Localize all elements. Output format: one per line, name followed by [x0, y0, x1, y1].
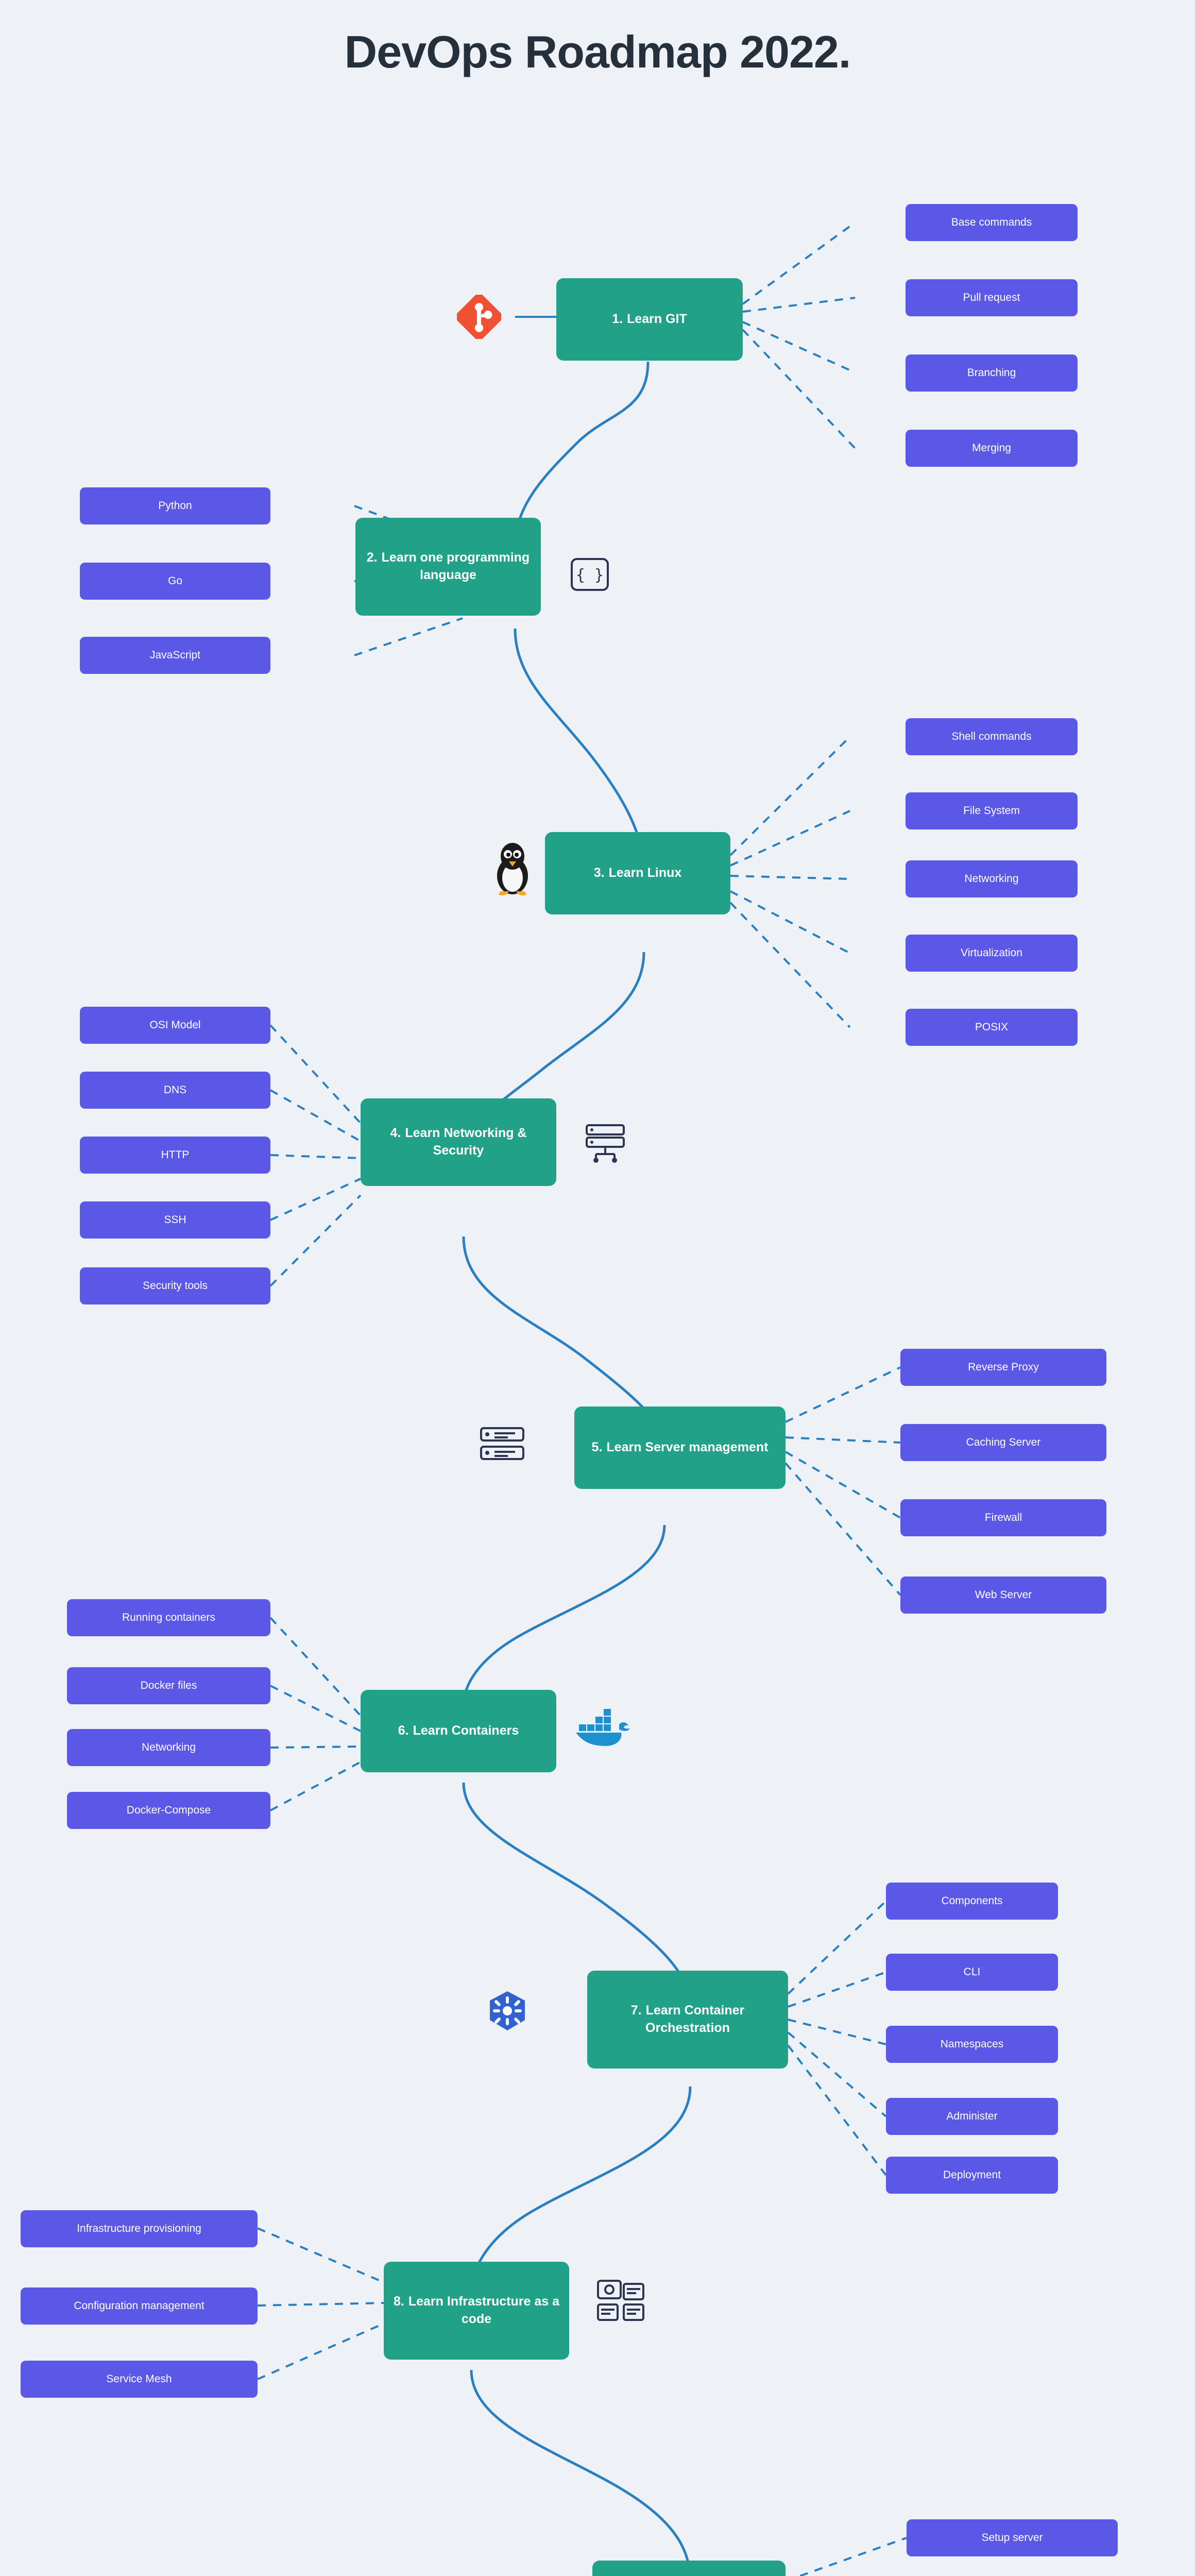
- node-linux[interactable]: 3.Learn Linux: [545, 832, 730, 914]
- node-orchestration-label: Learn Container Orchestration: [645, 2003, 745, 2035]
- leaf-containers-3[interactable]: Docker-Compose: [67, 1792, 270, 1829]
- leaf-networking-1[interactable]: DNS: [80, 1072, 270, 1109]
- leaf-programming-1[interactable]: Go: [80, 563, 270, 600]
- node-server-number: 5.: [591, 1440, 603, 1455]
- network-security-icon: [577, 1118, 634, 1167]
- leaf-server-0[interactable]: Reverse Proxy: [900, 1349, 1106, 1386]
- leaf-programming-0[interactable]: Python: [80, 487, 270, 524]
- node-orchestration-number: 7.: [630, 2003, 642, 2018]
- node-programming-label: Learn one programming language: [381, 550, 530, 582]
- node-networking-number: 4.: [390, 1126, 401, 1141]
- leaf-linux-0[interactable]: Shell commands: [906, 718, 1078, 755]
- leaf-containers-1[interactable]: Docker files: [67, 1667, 270, 1704]
- node-containers-label: Learn Containers: [413, 1723, 519, 1738]
- leaf-orchestration-1[interactable]: CLI: [886, 1954, 1058, 1991]
- node-linux-number: 3.: [593, 866, 605, 880]
- leaf-networking-0[interactable]: OSI Model: [80, 1007, 270, 1044]
- leaf-linux-2[interactable]: Networking: [906, 860, 1078, 897]
- leaf-linux-4[interactable]: POSIX: [906, 1009, 1078, 1046]
- leaf-networking-4[interactable]: Security tools: [80, 1267, 270, 1304]
- leaf-orchestration-4[interactable]: Deployment: [886, 2157, 1058, 2194]
- leaf-networking-3[interactable]: SSH: [80, 1201, 270, 1239]
- node-iac-label: Learn Infrastructure as a code: [408, 2294, 560, 2326]
- leaf-server-3[interactable]: Web Server: [900, 1577, 1106, 1614]
- leaf-containers-0[interactable]: Running containers: [67, 1599, 270, 1636]
- node-networking[interactable]: 4. Learn Networking & Security: [361, 1098, 556, 1186]
- node-networking-label: Learn Networking & Security: [405, 1126, 527, 1158]
- leaf-git-2[interactable]: Branching: [906, 354, 1078, 392]
- docker-whale-icon: [567, 1700, 639, 1757]
- leaf-orchestration-3[interactable]: Administer: [886, 2098, 1058, 2135]
- node-git-number: 1.: [612, 312, 623, 327]
- node-cicd[interactable]: 9.Learn CI/CD: [592, 2561, 786, 2576]
- leaf-server-1[interactable]: Caching Server: [900, 1424, 1106, 1461]
- code-braces-icon: { }: [567, 554, 613, 595]
- kubernetes-helm-icon: [479, 1984, 536, 2040]
- leaf-orchestration-0[interactable]: Components: [886, 1883, 1058, 1920]
- leaf-iac-1[interactable]: Configuration management: [21, 2287, 258, 2325]
- cicd-loop-icon: [453, 2571, 536, 2576]
- page-title: DevOps Roadmap 2022.: [344, 26, 851, 77]
- node-git-label: Learn GIT: [627, 312, 687, 327]
- leaf-orchestration-2[interactable]: Namespaces: [886, 2026, 1058, 2063]
- leaf-git-3[interactable]: Merging: [906, 430, 1078, 467]
- node-programming-number: 2.: [366, 550, 378, 565]
- leaf-linux-1[interactable]: File System: [906, 792, 1078, 829]
- server-rack-icon: [474, 1421, 531, 1467]
- node-containers-number: 6.: [398, 1723, 409, 1738]
- infrastructure-code-icon: [590, 2273, 652, 2327]
- svg-text:{ }: { }: [576, 566, 604, 584]
- leaf-linux-3[interactable]: Virtualization: [906, 935, 1078, 972]
- node-iac[interactable]: 8. Learn Infrastructure as a code: [384, 2262, 569, 2360]
- leaf-git-0[interactable]: Base commands: [906, 204, 1078, 241]
- git-icon: [453, 291, 505, 343]
- linux-penguin-icon: [484, 835, 541, 902]
- node-orchestration[interactable]: 7.Learn Container Orchestration: [587, 1971, 788, 2069]
- leaf-cicd-0[interactable]: Setup server: [907, 2519, 1118, 2556]
- node-server[interactable]: 5.Learn Server management: [574, 1406, 786, 1489]
- node-iac-number: 8.: [393, 2294, 404, 2309]
- node-git[interactable]: 1. Learn GIT: [556, 278, 743, 361]
- leaf-server-2[interactable]: Firewall: [900, 1499, 1106, 1536]
- leaf-programming-2[interactable]: JavaScript: [80, 637, 270, 674]
- leaf-networking-2[interactable]: HTTP: [80, 1137, 270, 1174]
- leaf-iac-2[interactable]: Service Mesh: [21, 2361, 258, 2398]
- node-programming[interactable]: 2.Learn one programming language: [355, 518, 541, 616]
- leaf-iac-0[interactable]: Infrastructure provisioning: [21, 2210, 258, 2247]
- leaf-git-1[interactable]: Pull request: [906, 279, 1078, 316]
- node-containers[interactable]: 6. Learn Containers: [361, 1690, 556, 1772]
- node-server-label: Learn Server management: [606, 1440, 769, 1455]
- leaf-containers-2[interactable]: Networking: [67, 1729, 270, 1766]
- node-linux-label: Learn Linux: [608, 866, 682, 880]
